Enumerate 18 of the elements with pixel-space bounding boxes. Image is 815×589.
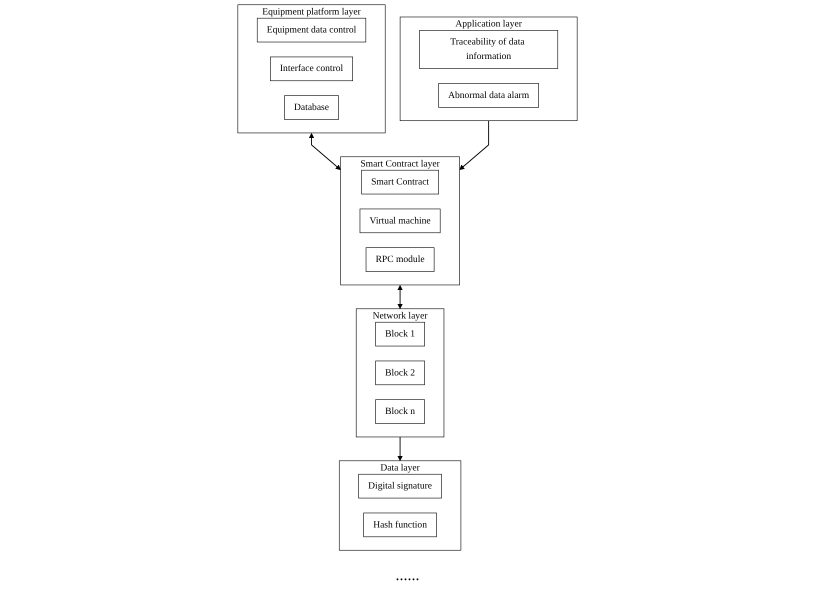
node-box: Abnormal data alarm [438,83,539,108]
node-box: RPC module [366,247,434,272]
node-box: Hash function [363,512,437,538]
node-box: Traceability of data information [419,30,558,69]
node-box: Virtual machine [360,208,440,234]
ellipsis-text: ...... [396,567,420,584]
arrow [397,436,403,462]
arrow [308,132,341,170]
node-box: Digital signature [358,474,442,498]
arrow [397,284,403,310]
node-box: Block 2 [375,360,425,386]
node-box: Database [284,95,339,120]
node-box: Equipment data control [256,18,366,42]
node-box: Interface control [270,56,353,82]
arrow [459,120,490,170]
node-box: Block 1 [375,322,425,346]
node-box: Block n [375,399,425,424]
node-box: Smart Contract [361,170,439,194]
